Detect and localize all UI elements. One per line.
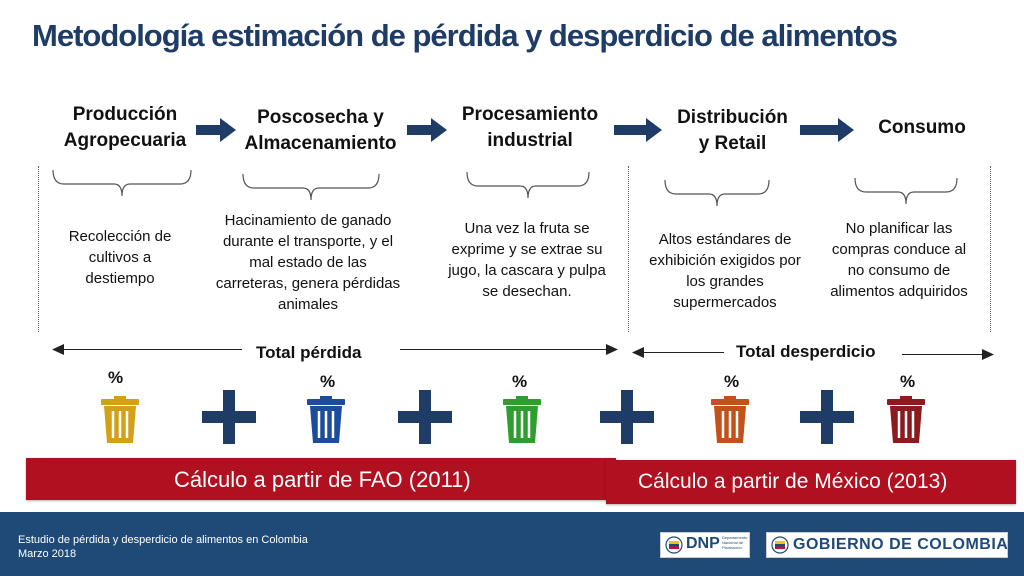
description-line: No planificar las bbox=[845, 220, 953, 237]
stage-line: Agropecuaria bbox=[63, 130, 187, 151]
divider bbox=[628, 166, 629, 332]
total-waste-line-left bbox=[640, 352, 724, 353]
description-line: Altos estándares de bbox=[658, 231, 792, 248]
description-line: Una vez la fruta se bbox=[464, 220, 590, 237]
fao-calculation-bar: Cálculo a partir de FAO (2011) bbox=[26, 458, 616, 500]
percent-label: % bbox=[108, 368, 124, 387]
stage-consumo: Consumo bbox=[862, 115, 982, 141]
colombia-seal-icon bbox=[665, 536, 683, 554]
footer: Estudio de pérdida y desperdicio de alim… bbox=[0, 512, 1024, 576]
description-produccion: Recolección de cultivos a destiempo bbox=[52, 226, 188, 289]
trash-bin-icon bbox=[887, 396, 925, 443]
description-line: carreteras, genera pérdidas bbox=[215, 275, 401, 292]
plus-icon bbox=[202, 390, 256, 444]
stage-line: y Retail bbox=[698, 133, 767, 154]
divider bbox=[990, 166, 991, 332]
total-loss-line-left bbox=[58, 349, 242, 350]
percent-label: % bbox=[900, 372, 916, 391]
plus-icon bbox=[398, 390, 452, 444]
dnp-logo: DNP Departamento Nacional de Planeación bbox=[660, 532, 750, 558]
brace-icon bbox=[466, 171, 590, 199]
description-line: los grandes bbox=[686, 273, 764, 290]
colombia-seal-icon bbox=[771, 536, 789, 554]
stage-line: Producción bbox=[72, 104, 178, 125]
description-line: se desechan. bbox=[482, 283, 572, 300]
page-title: Metodología estimación de pérdida y desp… bbox=[32, 18, 898, 53]
stage-procesamiento: Procesamiento industrial bbox=[450, 102, 610, 154]
stage-distribucion: Distribución y Retail bbox=[660, 105, 805, 157]
footer-date: Marzo 2018 bbox=[18, 548, 77, 560]
stage-line: Distribución bbox=[677, 107, 788, 128]
brace-icon bbox=[52, 169, 192, 197]
description-line: cultivos a bbox=[88, 249, 152, 266]
arrow-left-icon bbox=[632, 347, 644, 358]
percent-label: % bbox=[724, 372, 740, 391]
description-line: destiempo bbox=[85, 270, 155, 287]
mexico-calculation-label: Cálculo a partir de México (2013) bbox=[638, 470, 948, 493]
arrow-left-icon bbox=[52, 344, 64, 355]
description-line: compras conduce al bbox=[831, 241, 967, 258]
stage-line: Poscosecha y bbox=[257, 107, 384, 128]
arrow-right-icon bbox=[606, 344, 618, 355]
description-line: exhibición exigidos por bbox=[649, 252, 801, 269]
arrow-right-icon bbox=[196, 118, 236, 142]
description-line: Hacinamiento de ganado bbox=[224, 212, 392, 229]
plus-icon bbox=[600, 390, 654, 444]
total-loss-label: Total pérdida bbox=[256, 343, 362, 362]
description-procesamiento: Una vez la fruta se exprime y se extrae … bbox=[430, 218, 624, 302]
gobierno-logo-text: GOBIERNO DE COLOMBIA bbox=[793, 536, 1009, 553]
arrow-right-icon bbox=[982, 349, 994, 360]
stage-line: Almacenamiento bbox=[244, 133, 397, 154]
brace-icon bbox=[664, 179, 770, 207]
stage-line: industrial bbox=[487, 130, 573, 151]
description-line: supermercados bbox=[673, 294, 777, 311]
trash-bin-icon bbox=[307, 396, 345, 443]
description-line: no consumo de bbox=[847, 262, 951, 279]
trash-bin-icon bbox=[711, 396, 749, 443]
footer-study-title: Estudio de pérdida y desperdicio de alim… bbox=[18, 534, 308, 546]
description-line: animales bbox=[277, 296, 339, 313]
mexico-calculation-bar: Cálculo a partir de México (2013) bbox=[606, 460, 1016, 504]
divider bbox=[38, 166, 39, 332]
description-line: exprime y se extrae su bbox=[451, 241, 603, 258]
description-consumo: No planificar las compras conduce al no … bbox=[816, 218, 982, 302]
description-line: durante el transporte, y el bbox=[222, 233, 394, 250]
dnp-logo-text: DNP bbox=[686, 535, 720, 552]
brace-icon bbox=[242, 173, 380, 201]
description-distribucion: Altos estándares de exhibición exigidos … bbox=[636, 229, 814, 313]
brace-icon bbox=[854, 177, 958, 205]
percent-label: % bbox=[320, 372, 336, 391]
arrow-right-icon bbox=[407, 118, 447, 142]
gobierno-logo: GOBIERNO DE COLOMBIA bbox=[766, 532, 1008, 558]
plus-icon bbox=[800, 390, 854, 444]
description-line: Recolección de bbox=[68, 228, 172, 245]
stage-produccion: Producción Agropecuaria bbox=[50, 102, 200, 154]
percent-label: % bbox=[512, 372, 528, 391]
description-line: alimentos adquiridos bbox=[830, 283, 968, 300]
arrow-right-icon bbox=[800, 118, 854, 142]
total-waste-label: Total desperdicio bbox=[736, 342, 876, 361]
fao-calculation-label: Cálculo a partir de FAO (2011) bbox=[174, 467, 471, 492]
arrow-right-icon bbox=[614, 118, 662, 142]
description-poscosecha: Hacinamiento de ganado durante el transp… bbox=[198, 210, 418, 315]
stage-line: Consumo bbox=[878, 117, 966, 138]
trash-bin-icon bbox=[503, 396, 541, 443]
description-line: jugo, la cascara y pulpa bbox=[448, 262, 606, 279]
total-waste-line-right bbox=[902, 354, 986, 355]
trash-bin-icon bbox=[101, 396, 139, 443]
stage-line: Procesamiento bbox=[461, 104, 599, 125]
stage-poscosecha: Poscosecha y Almacenamiento bbox=[228, 105, 413, 157]
dnp-logo-subtext: Departamento Nacional de Planeación bbox=[722, 535, 748, 550]
total-loss-line-right bbox=[400, 349, 610, 350]
description-line: mal estado de las bbox=[249, 254, 367, 271]
